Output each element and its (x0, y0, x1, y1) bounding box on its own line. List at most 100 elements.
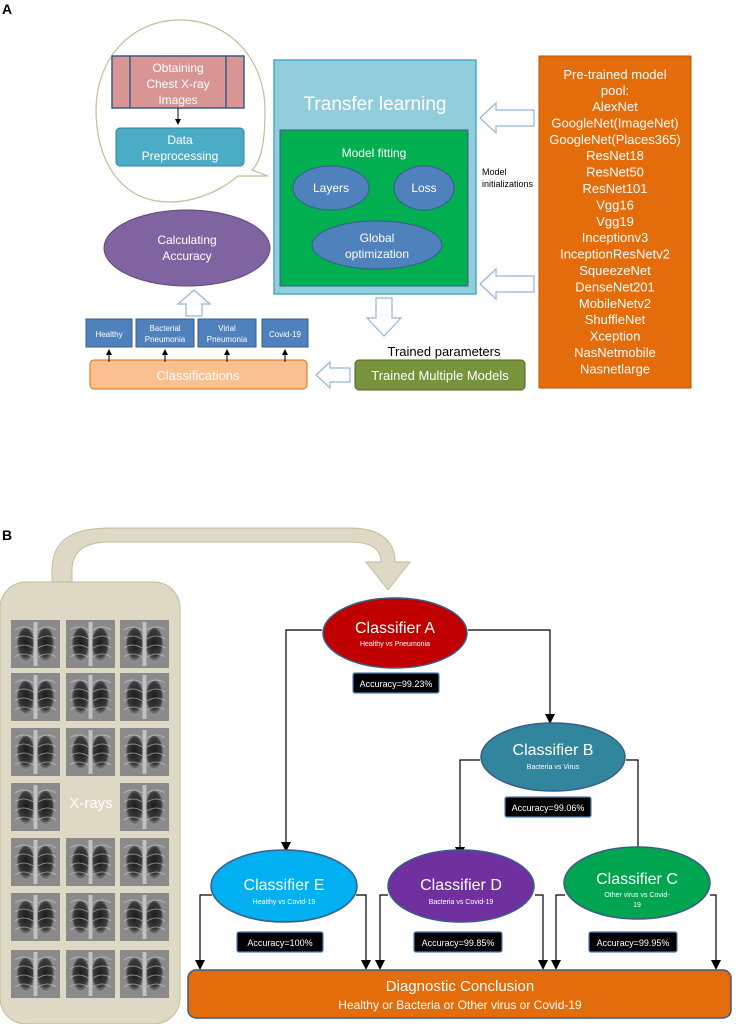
data-preprocessing-box: Data Preprocessing (115, 127, 245, 167)
xray-image (120, 728, 169, 776)
svg-text:Data: Data (167, 133, 193, 147)
svg-text:Covid-19: Covid-19 (269, 330, 302, 339)
svg-text:Pneumonia: Pneumonia (145, 335, 186, 344)
classifier-d-node: Classifier D Bacteria vs Covid-19 (387, 849, 535, 923)
svg-text:Model fitting: Model fitting (342, 146, 407, 160)
xray-image (11, 838, 60, 886)
svg-text:Classifier C: Classifier C (596, 871, 678, 888)
class-box-healthy: Healthy (85, 318, 133, 348)
model-item: Inceptionv3 (582, 230, 649, 245)
svg-text:Healthy vs Pneumonia: Healthy vs Pneumonia (360, 641, 430, 648)
global-optimization-oval: Global optimization (311, 220, 443, 270)
hollow-arrow-left-top (479, 101, 535, 135)
svg-text:19: 19 (633, 902, 641, 909)
svg-text:Bacteria vs Covid-19: Bacteria vs Covid-19 (429, 899, 494, 906)
svg-text:Healthy vs Covid-19: Healthy vs Covid-19 (253, 899, 316, 906)
accuracy-badge-e: Accuracy=100% (236, 931, 324, 953)
svg-text:optimization: optimization (345, 247, 409, 261)
class-box-covid: Covid-19 (261, 318, 309, 348)
svg-text:Accuracy=99.95%: Accuracy=99.95% (597, 938, 670, 948)
diagnostic-conclusion-box: Diagnostic Conclusion Healthy or Bacteri… (187, 969, 732, 1019)
accuracy-badge-d: Accuracy=99.85% (413, 931, 503, 953)
svg-text:Loss: Loss (411, 181, 436, 195)
svg-text:Bacteria vs Virus: Bacteria vs Virus (527, 764, 580, 771)
svg-text:Accuracy=100%: Accuracy=100% (247, 938, 312, 948)
svg-text:Trained Multiple Models: Trained Multiple Models (371, 368, 509, 383)
hollow-arrow-up (176, 289, 212, 317)
svg-text:Diagnostic Conclusion: Diagnostic Conclusion (386, 978, 534, 995)
svg-text:Images: Images (158, 93, 197, 107)
svg-text:Global: Global (360, 231, 395, 245)
trained-multiple-models-box: Trained Multiple Models (354, 359, 526, 391)
xray-image (66, 838, 115, 886)
model-item: ResNet18 (586, 148, 644, 163)
svg-text:pool:: pool: (601, 83, 629, 98)
model-item: InceptionResNetv2 (560, 247, 670, 262)
classifier-a-node: Classifier A Healthy vs Pneumonia (322, 597, 468, 669)
xray-image (11, 620, 60, 668)
accuracy-badge-b: Accuracy=99.06% (504, 796, 592, 818)
xray-image (66, 620, 115, 668)
svg-text:Transfer learning: Transfer learning (304, 94, 447, 115)
xray-image (11, 783, 60, 831)
hollow-arrow-left-bottom (479, 267, 535, 301)
xrays-label-cell (66, 783, 115, 831)
svg-text:Obtaining: Obtaining (152, 61, 203, 75)
svg-text:Other virus vs Covid-: Other virus vs Covid- (604, 892, 670, 899)
model-item: AlexNet (592, 99, 638, 114)
xray-image (66, 893, 115, 941)
svg-text:Classifier B: Classifier B (513, 742, 594, 759)
model-item: Nasnetlarge (580, 361, 650, 376)
svg-text:Classifier E: Classifier E (244, 877, 325, 894)
svg-text:Preprocessing: Preprocessing (142, 149, 219, 163)
xray-image (120, 673, 169, 721)
model-item: NasNetmobile (574, 345, 656, 360)
xray-image (66, 728, 115, 776)
accuracy-badge-a: Accuracy=99.23% (352, 672, 440, 694)
model-item: SqueezeNet (579, 263, 651, 278)
svg-text:Accuracy=99.23%: Accuracy=99.23% (360, 679, 433, 689)
xray-image (66, 950, 115, 998)
svg-text:Layers: Layers (313, 181, 349, 195)
obtaining-xray-box: Obtaining Chest X-ray Images (111, 55, 245, 109)
classifier-c-node: Classifier C Other virus vs Covid- 19 (563, 846, 711, 920)
panel-a-label: A (2, 1, 12, 17)
loss-oval: Loss (393, 165, 455, 211)
model-item: GoogleNet(Places365) (549, 132, 681, 147)
classifier-e-node: Classifier E Healthy vs Covid-19 (210, 849, 358, 923)
xray-image (11, 673, 60, 721)
model-item: GoogleNet(ImageNet) (551, 115, 678, 130)
xray-image (11, 728, 60, 776)
calculating-accuracy-oval: Calculating Accuracy (103, 209, 271, 287)
svg-text:Accuracy=99.06%: Accuracy=99.06% (512, 803, 585, 813)
layers-oval: Layers (292, 165, 370, 211)
accuracy-badge-c: Accuracy=99.95% (588, 931, 678, 953)
hollow-arrow-down (365, 297, 403, 337)
svg-text:Accuracy: Accuracy (162, 249, 211, 263)
class-box-viral: Virial Pneumonia (197, 318, 257, 348)
tree-connectors (195, 629, 721, 970)
trained-parameters-label: Trained parameters (388, 344, 501, 359)
svg-text:Healthy or Bacteria or Other v: Healthy or Bacteria or Other virus or Co… (338, 998, 582, 1012)
svg-text:Virial: Virial (218, 324, 236, 333)
svg-text:Calculating: Calculating (157, 233, 216, 247)
model-item: ResNet101 (582, 181, 647, 196)
curved-arrow (51, 527, 412, 611)
svg-text:Accuracy=99.85%: Accuracy=99.85% (422, 938, 495, 948)
xray-image (120, 783, 169, 831)
xray-image (120, 620, 169, 668)
model-item: Vgg19 (596, 214, 634, 229)
model-item: Vgg16 (596, 197, 634, 212)
xray-image (11, 893, 60, 941)
svg-text:Chest X-ray: Chest X-ray (146, 77, 209, 91)
svg-text:Classifier D: Classifier D (420, 877, 502, 894)
xray-image (11, 950, 60, 998)
model-item: Xception (590, 329, 641, 344)
model-initializations-label: Model initializations (482, 167, 534, 189)
model-item: MobileNetv2 (579, 296, 651, 311)
svg-text:initializations: initializations (482, 179, 534, 189)
svg-text:Classifier A: Classifier A (355, 620, 435, 637)
model-item: ShuffleNet (585, 312, 646, 327)
svg-text:Model: Model (482, 167, 507, 177)
panel-b-label: B (2, 527, 12, 543)
